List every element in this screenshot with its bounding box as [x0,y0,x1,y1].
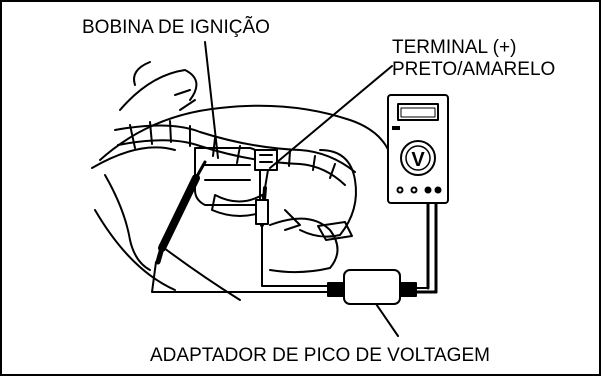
lead-red [261,225,329,287]
peak-voltage-adapter [327,269,429,305]
coil-pointer-line [204,41,219,159]
connector-left [317,221,353,241]
meter-mode-label: V [411,149,425,171]
wiring-harness [114,120,356,186]
terminal-pointer-line [269,65,393,169]
connector-right [284,209,301,231]
test-probe-black [155,160,207,265]
lead-black [151,261,329,293]
multimeter [387,94,449,204]
terminal-label-line1: TERMINAL (+) [392,37,517,58]
adapter-label: ADAPTADOR DE PICO DE VOLTAGEM [150,345,490,366]
engine-frame-outline [91,61,393,301]
test-probe-red [255,169,269,227]
terminal-label-line2: PRETO/AMARELO [392,59,556,80]
ignition-coil-label: BOBINA DE IGNIÇÃO [82,17,270,38]
